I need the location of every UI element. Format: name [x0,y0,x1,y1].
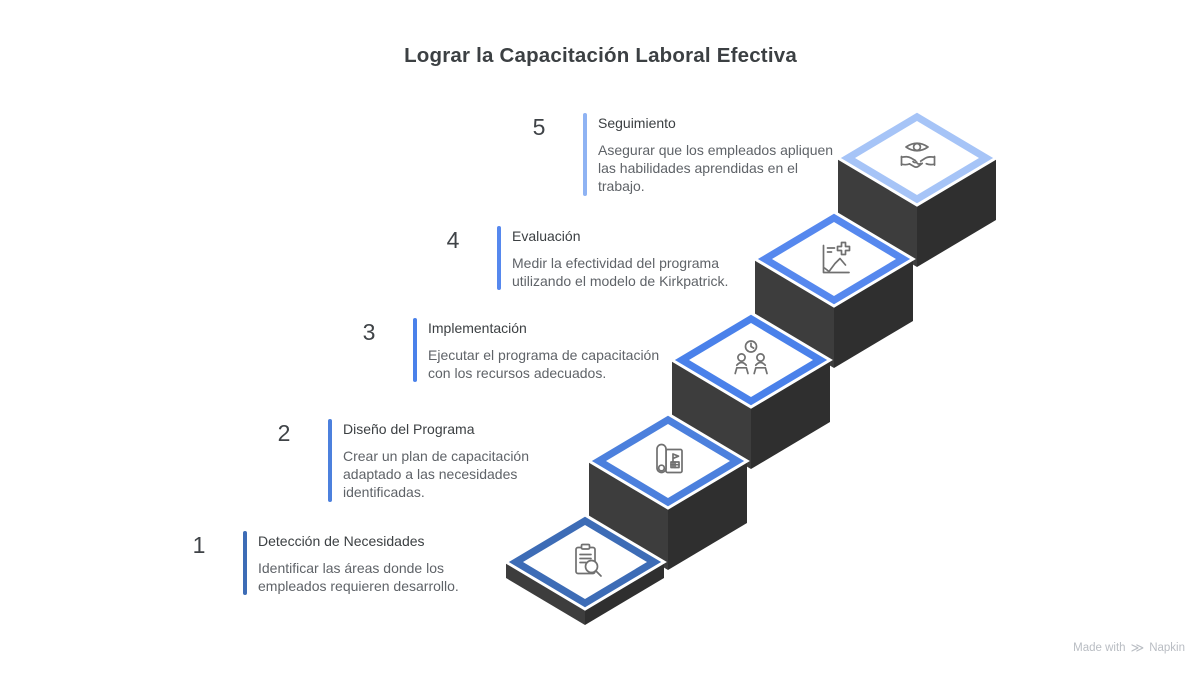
step-accent-bar [497,226,501,291]
step-title: Diseño del Programa [343,421,475,437]
step-description: Medir la efectividad del programa utiliz… [512,254,729,289]
step-title: Seguimiento [598,115,676,131]
step-5-top-surface [855,121,979,195]
step-3-left-face [672,360,751,469]
step-number: 2 [277,420,291,446]
step-text: Diseño del Programa Crear un plan de cap… [343,419,583,502]
step-5-left-face [838,158,917,267]
step-description: Crear un plan de capacitación adaptado a… [343,447,530,501]
napkin-logo-icon: ≫ [1130,640,1145,655]
watermark-text: Made with [1073,641,1126,654]
watermark: Made with ≫ Napkin [1073,641,1185,654]
step-accent-bar [583,113,587,196]
step-description: Identificar las áreas donde los empleado… [258,559,459,594]
stair-step-4 [752,210,916,368]
step-3-top-surface [689,323,813,397]
step-4-right-face [834,259,913,368]
step-2-label-block: 2 Diseño del Programa Crear un plan de c… [264,419,594,502]
stair-step-5 [835,109,999,267]
eye-handshake-icon [900,142,936,168]
step-4-top-surface [772,222,896,296]
step-1-left-face [506,562,585,625]
step-number: 3 [362,319,376,345]
step-number: 4 [446,227,460,253]
step-text: Seguimiento Asegurar que los empleados a… [598,113,838,196]
evaluation-chart-icon [822,241,851,274]
step-2-left-face [589,461,668,570]
step-5-label-block: 5 Seguimiento Asegurar que los empleados… [519,113,849,196]
step-accent-bar [413,318,417,383]
step-title: Evaluación [512,228,581,244]
watermark-brand: Napkin [1149,641,1185,654]
training-session-icon [734,340,768,375]
step-2-top-surface [606,424,730,498]
step-1-label-block: 1 Detección de Necesidades Identificar l… [179,531,509,596]
page-title: Lograr la Capacitación Laboral Efectiva [404,44,797,67]
step-title: Implementación [428,320,527,336]
step-description: Ejecutar el programa de capacitación con… [428,346,660,381]
step-4-left-face [755,259,834,368]
step-description: Asegurar que los empleados apliquen las … [598,141,834,195]
step-title: Detección de Necesidades [258,533,425,549]
step-4-label-block: 4 Evaluación Medir la efectividad del pr… [433,226,763,291]
stair-step-2 [586,412,750,570]
step-accent-bar [328,419,332,502]
step-2-right-face [668,461,747,570]
step-3-label-block: 3 Implementación Ejecutar el programa de… [349,318,679,383]
stair-step-1 [503,513,667,625]
blueprint-icon [656,443,683,474]
step-5-right-face [917,158,996,267]
step-text: Implementación Ejecutar el programa de c… [428,318,668,382]
clipboard-search-icon [575,543,602,577]
step-number: 1 [192,532,206,558]
step-3-right-face [751,360,830,469]
step-text: Evaluación Medir la efectividad del prog… [512,226,752,290]
step-text: Detección de Necesidades Identificar las… [258,531,498,595]
step-accent-bar [243,531,247,596]
step-1-right-face [585,562,664,625]
step-number: 5 [532,114,546,140]
stair-step-3 [669,311,833,469]
